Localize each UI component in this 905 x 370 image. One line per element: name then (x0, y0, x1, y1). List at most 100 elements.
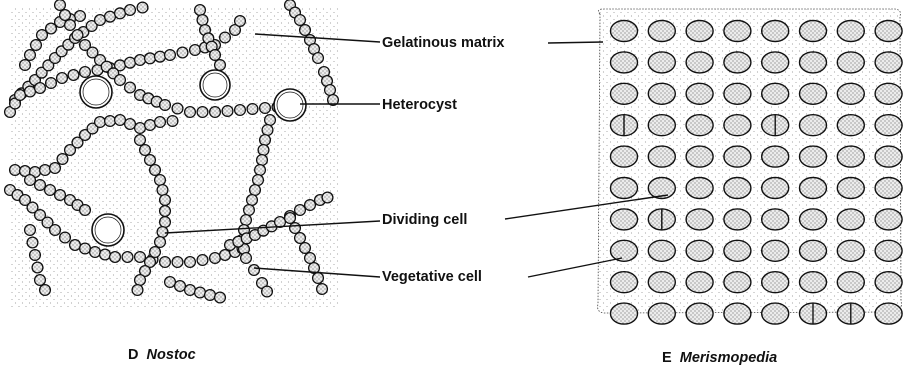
merismopedia-cell (648, 272, 675, 293)
merismopedia-cell (837, 115, 864, 136)
merismopedia-cell (648, 240, 675, 261)
vegetative-cell (135, 275, 146, 286)
merismopedia-illustration (598, 9, 903, 324)
vegetative-cell (210, 107, 221, 118)
merismopedia-cell (686, 83, 713, 104)
merismopedia-cell (875, 146, 902, 167)
heterocyst-cell (92, 214, 124, 246)
vegetative-cell (220, 250, 231, 261)
vegetative-cell (210, 50, 221, 61)
vegetative-cell (262, 286, 273, 297)
vegetative-cell (185, 285, 196, 296)
merismopedia-cell (837, 21, 864, 42)
vegetative-cell (135, 123, 146, 134)
label-vegetative-cell: Vegetative cell (382, 270, 482, 285)
merismopedia-cell (724, 272, 751, 293)
vegetative-cell (253, 175, 264, 186)
vegetative-cell (95, 15, 106, 26)
vegetative-cell (295, 205, 306, 216)
vegetative-cell (55, 0, 66, 10)
vegetative-cell (25, 86, 36, 97)
vegetative-cell (195, 287, 206, 298)
vegetative-cell (250, 185, 261, 196)
vegetative-cell (150, 165, 161, 176)
vegetative-cell (37, 30, 48, 41)
vegetative-cell (122, 252, 133, 263)
leader-gelatinous-matrix-right (548, 42, 603, 43)
vegetative-cell (140, 145, 151, 156)
vegetative-cell (80, 205, 91, 216)
merismopedia-cell (837, 146, 864, 167)
merismopedia-cell (724, 21, 751, 42)
vegetative-cell (190, 45, 201, 56)
vegetative-cell (125, 82, 136, 93)
merismopedia-cell (686, 21, 713, 42)
merismopedia-cell (762, 83, 789, 104)
vegetative-cell (15, 90, 26, 101)
merismopedia-cell (724, 178, 751, 199)
vegetative-cell (100, 249, 111, 260)
vegetative-cell (295, 15, 306, 26)
merismopedia-cell (837, 240, 864, 261)
merismopedia-cell (875, 115, 902, 136)
merismopedia-cell (800, 209, 827, 230)
vegetative-cell (105, 11, 116, 22)
merismopedia-cell (648, 115, 675, 136)
merismopedia-cell (724, 52, 751, 73)
vegetative-cell (258, 145, 269, 156)
merismopedia-cell (611, 21, 638, 42)
vegetative-cell (45, 185, 56, 196)
nostoc-illustration (5, 0, 340, 308)
vegetative-cell (215, 292, 226, 303)
merismopedia-cell (611, 272, 638, 293)
merismopedia-cell (686, 272, 713, 293)
merismopedia-cell (686, 146, 713, 167)
merismopedia-cell (875, 272, 902, 293)
caption-nostoc-letter: D (128, 347, 138, 363)
vegetative-cell (197, 107, 208, 118)
heterocyst-cell (80, 76, 112, 108)
label-dividing-cell: Dividing cell (382, 213, 467, 228)
vegetative-cell (115, 115, 126, 126)
vegetative-cell (185, 257, 196, 268)
merismopedia-cell (648, 83, 675, 104)
vegetative-cell (50, 225, 61, 236)
merismopedia-cell (875, 21, 902, 42)
vegetative-cell (125, 57, 136, 68)
vegetative-cell (197, 15, 208, 26)
heterocyst-cell (274, 89, 306, 121)
vegetative-cell (40, 285, 51, 296)
vegetative-cell (165, 50, 176, 61)
vegetative-cell (90, 247, 101, 258)
vegetative-cell (135, 55, 146, 66)
vegetative-cell (215, 60, 226, 71)
vegetative-cell (145, 53, 156, 64)
vegetative-cell (313, 53, 324, 64)
vegetative-cell (31, 40, 42, 51)
vegetative-cell (157, 185, 168, 196)
heterocyst-cell (200, 70, 230, 100)
vegetative-cell (177, 47, 188, 58)
merismopedia-cell (686, 178, 713, 199)
merismopedia-cell (762, 240, 789, 261)
vegetative-cell (155, 51, 166, 62)
caption-nostoc-genus: Nostoc (147, 347, 196, 363)
vegetative-cell (160, 100, 171, 111)
vegetative-cell (32, 262, 43, 273)
merismopedia-cell (800, 146, 827, 167)
vegetative-cell (135, 135, 146, 146)
merismopedia-cell (611, 52, 638, 73)
merismopedia-cell (686, 52, 713, 73)
merismopedia-cell (611, 178, 638, 199)
merismopedia-cell (648, 303, 675, 324)
vegetative-cell (60, 232, 71, 243)
vegetative-cell (145, 120, 156, 131)
vegetative-cell (172, 103, 183, 114)
vegetative-cell (25, 225, 36, 236)
merismopedia-cell (875, 240, 902, 261)
vegetative-cell (241, 253, 252, 264)
vegetative-cell (155, 117, 166, 128)
vegetative-cell (35, 275, 46, 286)
label-gelatinous-matrix: Gelatinous matrix (382, 36, 504, 51)
merismopedia-cell (875, 303, 902, 324)
